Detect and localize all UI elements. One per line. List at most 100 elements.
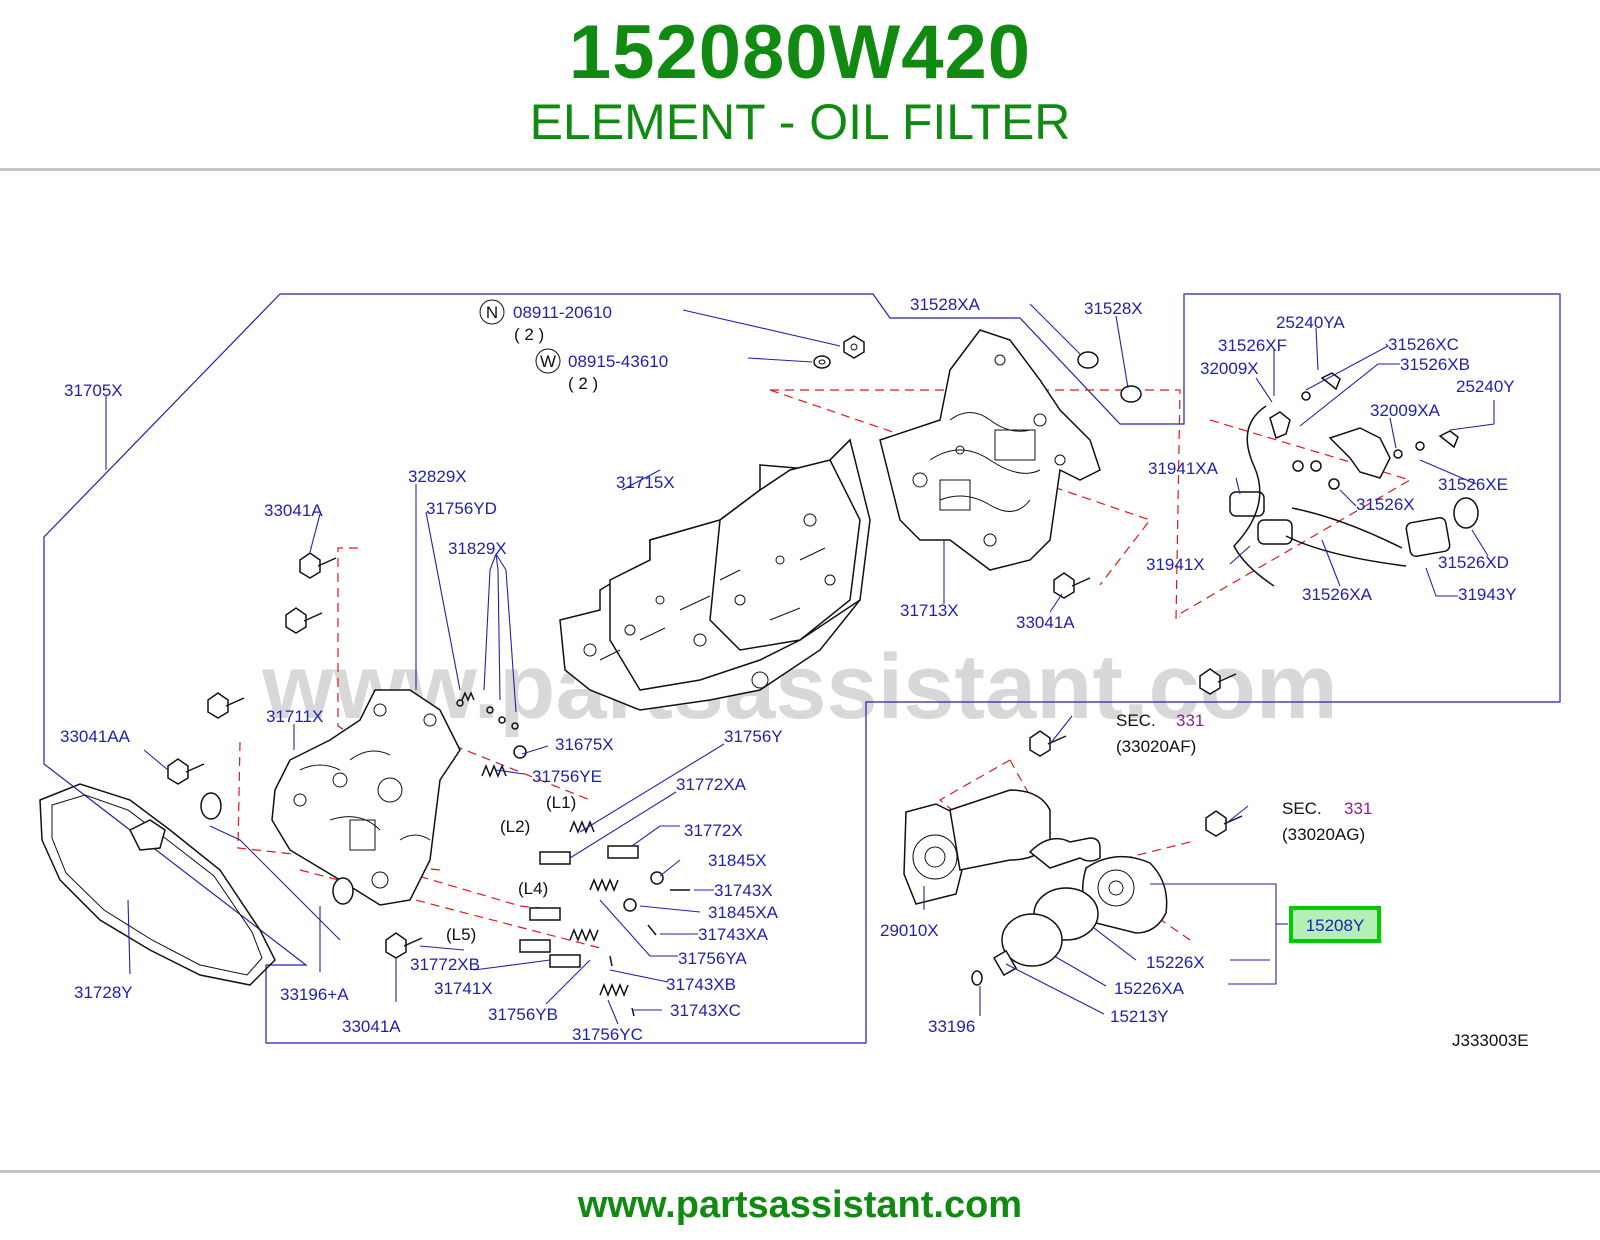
svg-text:08915-43610: 08915-43610 xyxy=(568,352,668,371)
svg-text:31743XB: 31743XB xyxy=(666,975,736,994)
upper-valve-body-31713X xyxy=(879,329,1101,571)
oring-33196 xyxy=(971,970,983,986)
svg-text:31526XD: 31526XD xyxy=(1438,553,1509,572)
svg-text:31528X: 31528X xyxy=(1084,299,1143,318)
svg-text:32829X: 32829X xyxy=(408,467,467,486)
page-header: 152080W420 ELEMENT - OIL FILTER xyxy=(0,0,1600,168)
svg-text:31941X: 31941X xyxy=(1146,555,1205,574)
svg-text:N: N xyxy=(486,303,498,322)
svg-text:32009X: 32009X xyxy=(1200,359,1259,378)
svg-text:33196: 33196 xyxy=(928,1017,975,1036)
svg-text:33041AA: 33041AA xyxy=(60,727,131,746)
svg-text:31741X: 31741X xyxy=(434,979,493,998)
svg-text:(33020AF): (33020AF) xyxy=(1116,737,1196,756)
svg-text:31743XC: 31743XC xyxy=(670,1001,741,1020)
svg-text:31756Y: 31756Y xyxy=(724,727,783,746)
seal-31528X xyxy=(1120,385,1142,403)
svg-text:31713X: 31713X xyxy=(900,601,959,620)
svg-text:31705X: 31705X xyxy=(64,381,123,400)
svg-text:(L1): (L1) xyxy=(546,793,576,812)
w-circle-icon xyxy=(535,348,561,374)
svg-text:31728Y: 31728Y xyxy=(74,983,133,1002)
svg-text:(L5): (L5) xyxy=(446,925,476,944)
bolt-center xyxy=(1199,668,1237,695)
svg-text:25240Y: 25240Y xyxy=(1456,377,1515,396)
drawing-code: J333003E xyxy=(1452,1031,1529,1050)
svg-text:08911-20610: 08911-20610 xyxy=(513,303,612,322)
svg-text:31941XA: 31941XA xyxy=(1148,459,1219,478)
part-name-subtitle: ELEMENT - OIL FILTER xyxy=(529,94,1071,150)
gasket-15226XA xyxy=(1001,913,1063,967)
svg-text:31526XE: 31526XE xyxy=(1438,475,1508,494)
bolt-33041AA xyxy=(167,758,205,785)
n-circle-icon xyxy=(479,299,505,325)
svg-text:31526XF: 31526XF xyxy=(1218,336,1287,355)
svg-text:15208Y: 15208Y xyxy=(1306,916,1365,935)
svg-text:31943Y: 31943Y xyxy=(1458,585,1517,604)
bolt-sec331-af xyxy=(1029,730,1067,757)
valve-springs-and-plugs xyxy=(456,691,690,1017)
svg-text:31756YD: 31756YD xyxy=(426,499,497,518)
svg-text:31743XA: 31743XA xyxy=(698,925,769,944)
part-labels: N 08911-20610 ( 2 ) W 08915-43610 ( 2 ) … xyxy=(60,295,1529,1050)
svg-text:31743X: 31743X xyxy=(714,881,773,900)
svg-text:331: 331 xyxy=(1176,711,1204,730)
bolt-33041A-e xyxy=(1053,572,1091,599)
svg-text:31845XA: 31845XA xyxy=(708,903,779,922)
svg-text:32009XA: 32009XA xyxy=(1370,401,1441,420)
svg-text:31829X: 31829X xyxy=(448,539,507,558)
svg-text:25240YA: 25240YA xyxy=(1276,313,1345,332)
svg-text:31772XA: 31772XA xyxy=(676,775,747,794)
svg-text:33041A: 33041A xyxy=(342,1017,401,1036)
svg-text:31756YC: 31756YC xyxy=(572,1025,643,1044)
solenoid-harness-assembly xyxy=(1229,372,1479,587)
svg-text:31526XA: 31526XA xyxy=(1302,585,1373,604)
part-number-title: 152080W420 xyxy=(568,10,1032,95)
footer-url-link[interactable]: www.partsassistant.com xyxy=(577,1184,1023,1226)
washer-08915-43610 xyxy=(813,355,831,369)
svg-text:SEC.: SEC. xyxy=(1282,799,1322,818)
svg-text:(33020AG): (33020AG) xyxy=(1282,825,1365,844)
svg-text:W: W xyxy=(540,352,556,371)
plug-15213Y xyxy=(992,949,1018,977)
svg-text:31772XB: 31772XB xyxy=(410,955,480,974)
valve-body-group-frame xyxy=(43,293,1561,1044)
nut-08911-20610 xyxy=(843,335,865,359)
oring-33196A-a xyxy=(200,792,222,820)
svg-text:(L4): (L4) xyxy=(518,879,548,898)
svg-text:31526XC: 31526XC xyxy=(1388,335,1459,354)
separator-plates-31715X xyxy=(559,438,871,711)
oil-filter-housing-29010X xyxy=(903,789,1101,905)
svg-text:31528XA: 31528XA xyxy=(910,295,981,314)
bolt-33041A-b xyxy=(285,607,323,634)
svg-text:SEC.: SEC. xyxy=(1116,711,1156,730)
svg-text:15213Y: 15213Y xyxy=(1110,1007,1169,1026)
highlighted-part-15208Y[interactable]: 15208Y xyxy=(1289,906,1381,943)
svg-text:31756YB: 31756YB xyxy=(488,1005,558,1024)
lower-valve-body-31711X xyxy=(271,689,461,906)
svg-text:31845X: 31845X xyxy=(708,851,767,870)
oil-strainer-31728Y xyxy=(39,783,276,986)
svg-text:31711X: 31711X xyxy=(266,707,323,726)
seal-31528XA xyxy=(1077,351,1099,369)
svg-text:31526XB: 31526XB xyxy=(1400,355,1470,374)
svg-text:31675X: 31675X xyxy=(555,735,614,754)
svg-text:(L2): (L2) xyxy=(500,817,530,836)
svg-text:15226XA: 15226XA xyxy=(1114,979,1185,998)
bolt-33041A-a xyxy=(299,552,337,579)
svg-text:15226X: 15226X xyxy=(1146,953,1205,972)
svg-text:33041A: 33041A xyxy=(1016,613,1075,632)
svg-text:33196+A: 33196+A xyxy=(280,985,349,1004)
svg-text:31756YA: 31756YA xyxy=(678,949,747,968)
svg-text:31715X: 31715X xyxy=(616,473,675,492)
svg-text:33041A: 33041A xyxy=(264,501,323,520)
svg-text:331: 331 xyxy=(1344,799,1372,818)
oring-33196A-b xyxy=(332,877,354,905)
bolt-33041A-d xyxy=(385,932,423,959)
svg-text:31772X: 31772X xyxy=(684,821,743,840)
svg-text:( 2 ): ( 2 ) xyxy=(568,374,598,393)
svg-text:31756YE: 31756YE xyxy=(532,767,602,786)
svg-text:31526X: 31526X xyxy=(1356,495,1415,514)
footer-divider xyxy=(0,1170,1600,1173)
